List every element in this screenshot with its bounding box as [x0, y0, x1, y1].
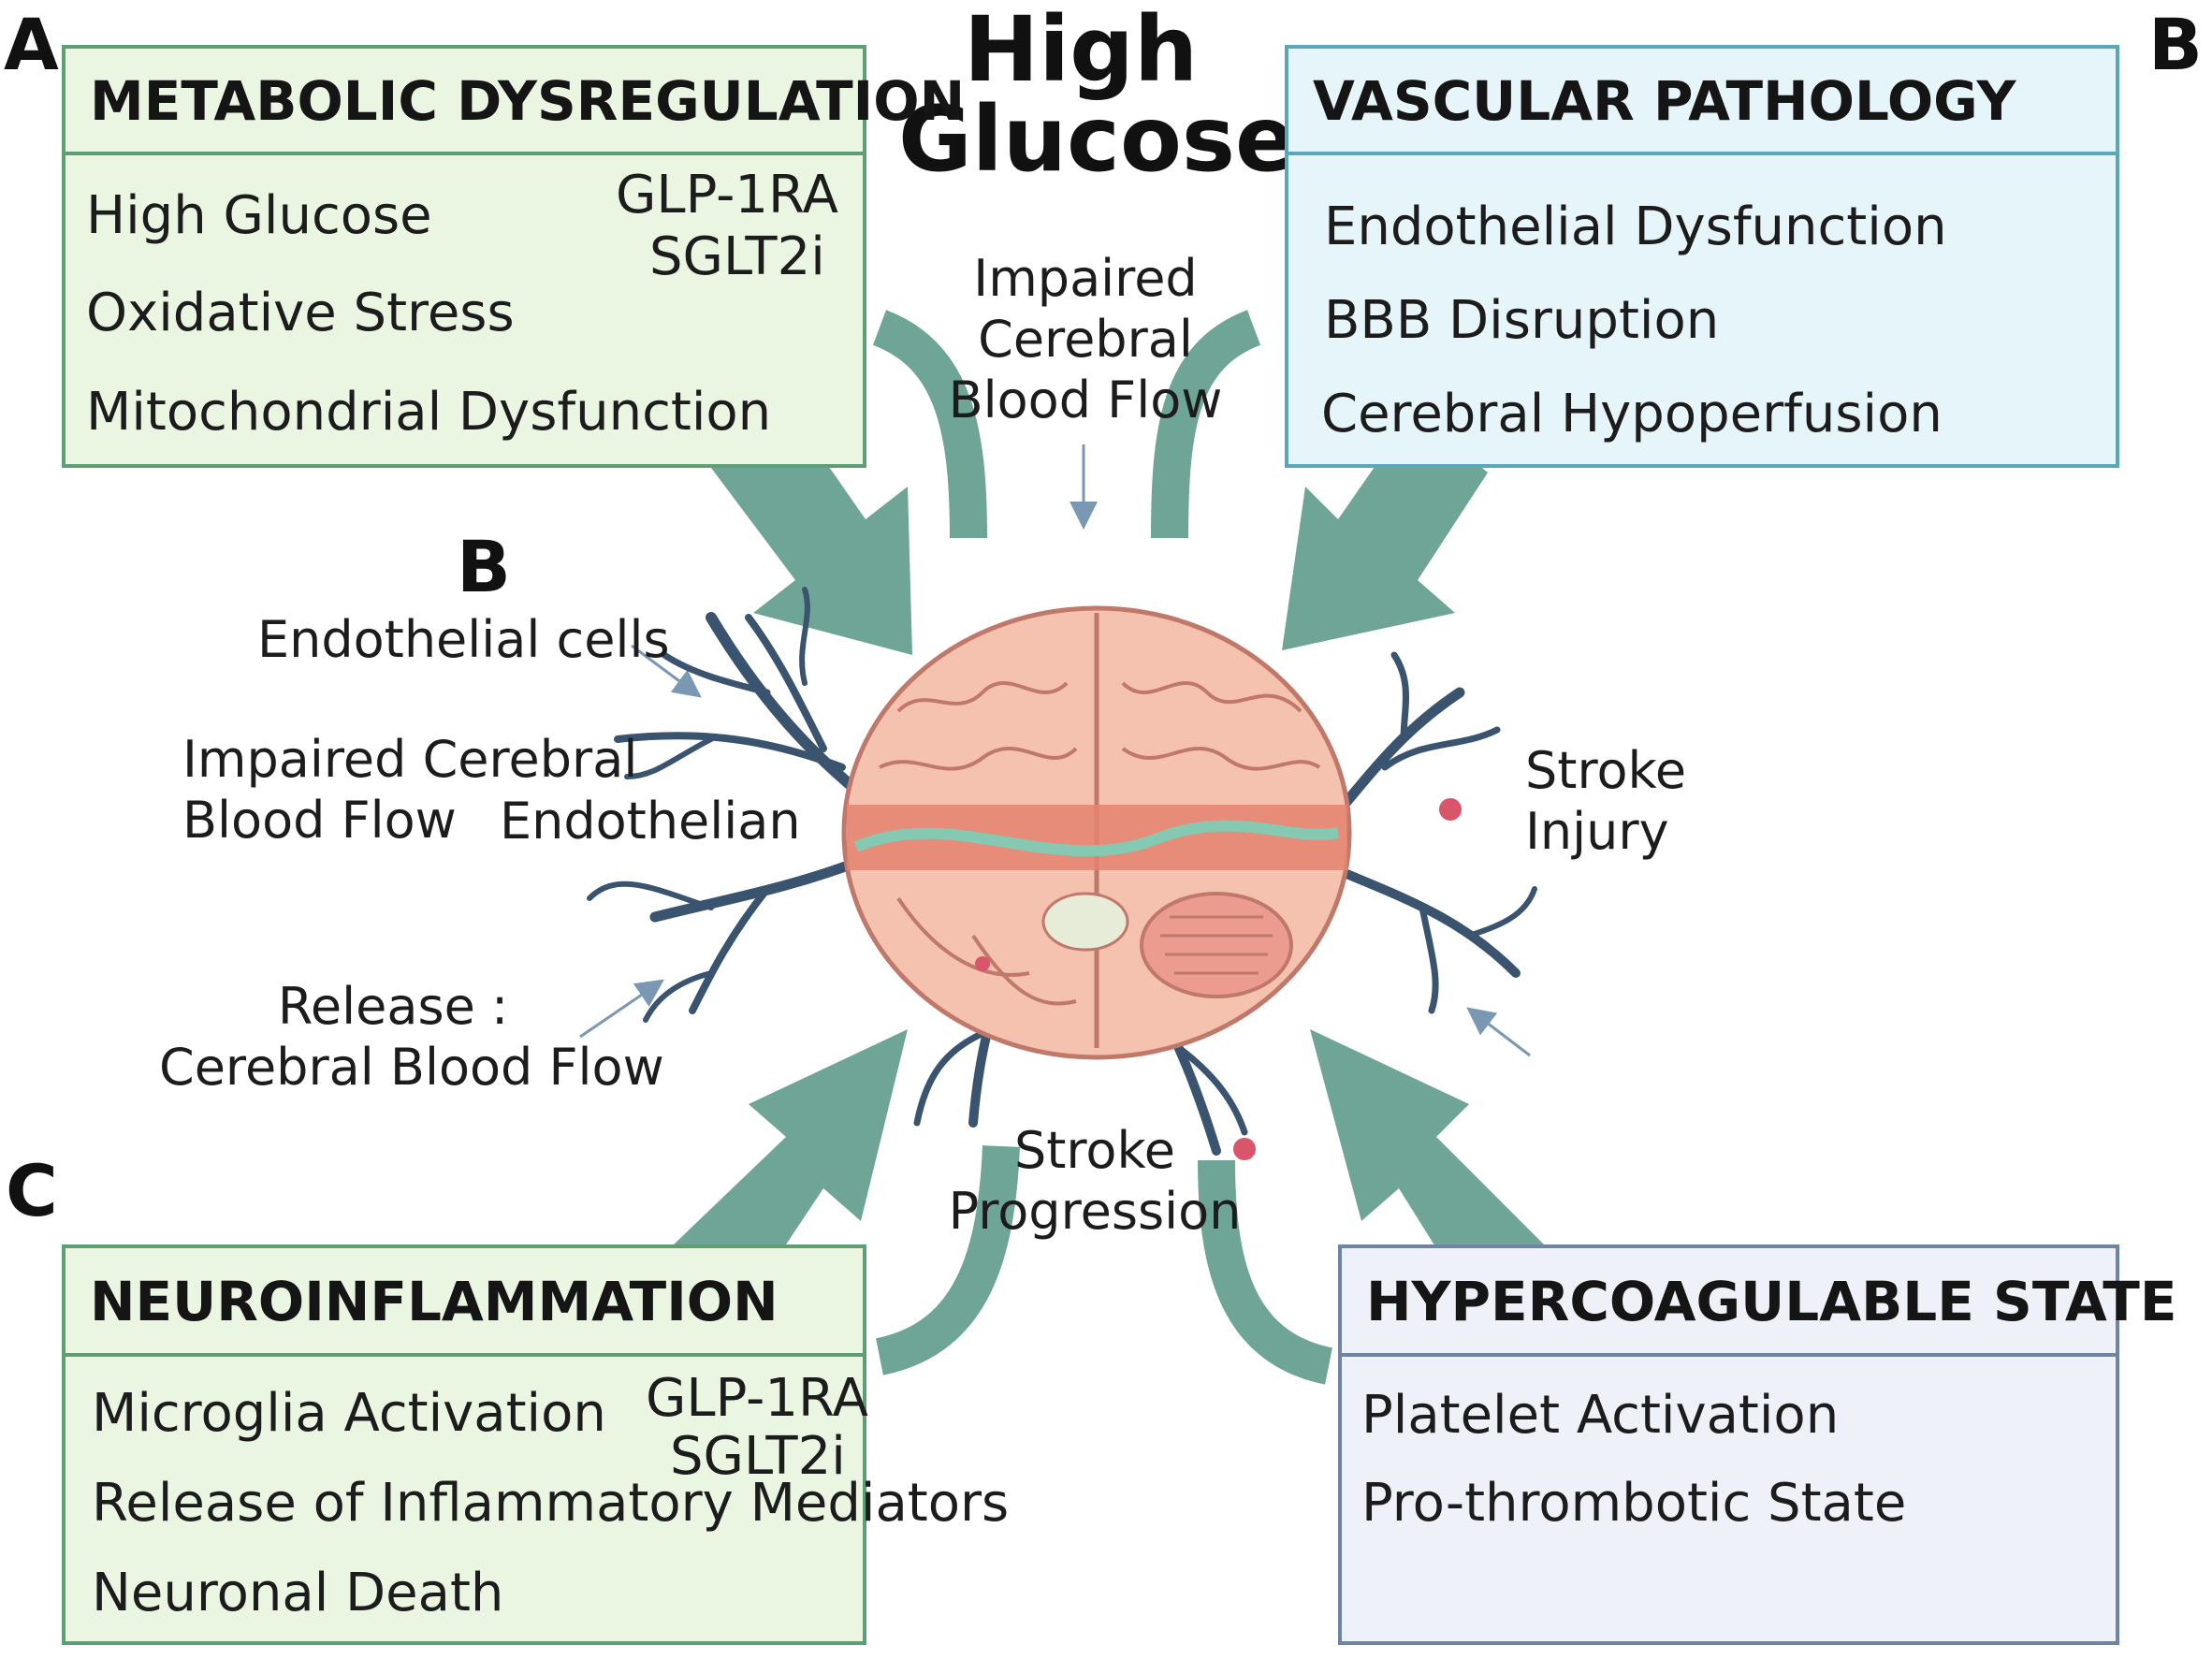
neuro-box: NEUROINFLAMMATION	[62, 1244, 866, 1645]
label-line: Blood Flow	[948, 370, 1223, 429]
label-line: Release :	[277, 977, 509, 1036]
brain	[841, 605, 1352, 1060]
metabolic-item: High Glucose	[86, 185, 432, 246]
hyper-item: Platelet Activation	[1361, 1385, 1840, 1446]
impaired-flow-top-label: Impaired Cerebral Blood Flow	[945, 249, 1226, 430]
metabolic-header: METABOLIC DYSREGULATION	[65, 49, 965, 155]
release-label: Release : Cerebral Blood Flow	[159, 977, 664, 1099]
label-line: Blood Flow	[182, 790, 457, 850]
label-line: Cerebral Blood Flow	[159, 1037, 664, 1097]
metabolic-item: Mitochondrial Dysfunction	[86, 382, 772, 443]
neuro-header: NEUROINFLAMMATION	[65, 1248, 863, 1357]
impaired-flow-left-label: Impaired Cerebral Blood Flow	[182, 730, 638, 851]
metabolic-box: METABOLIC DYSREGULATION	[62, 45, 965, 468]
arrow-hyper-to-brain	[1310, 1029, 1544, 1301]
teal-arrows	[674, 412, 1544, 1301]
vascular-box: VASCULAR PATHOLOGY	[1285, 45, 2119, 468]
panel-letter-a: A	[4, 3, 59, 86]
hyper-header: HYPERCOAGULABLE STATE	[1342, 1248, 2176, 1357]
panel-letter-b-mid: B	[457, 525, 511, 608]
neuro-drug: SGLT2i	[670, 1426, 846, 1487]
endothelian-label: Endothelian	[500, 792, 801, 851]
stroke-injury-label: Stroke Injury	[1525, 741, 1686, 863]
label-line: Cerebral	[978, 309, 1193, 369]
neuro-item: Microglia Activation	[92, 1383, 606, 1444]
arrow-metabolic-to-brain	[711, 412, 912, 655]
metabolic-item: Oxidative Stress	[86, 283, 515, 343]
neuro-drug: GLP-1RA	[646, 1368, 868, 1429]
clot-markers	[975, 798, 1462, 1160]
arrow-neuro-to-brain	[674, 1029, 908, 1301]
panel-letter-c: C	[6, 1149, 58, 1232]
vascular-header: VASCULAR PATHOLOGY	[1288, 49, 2116, 155]
stroke-progression-label: Stroke Progression	[945, 1121, 1244, 1243]
label-line: Stroke	[1013, 1121, 1176, 1180]
metabolic-drug: SGLT2i	[649, 226, 825, 287]
label-line: Injury	[1525, 801, 1669, 861]
label-line: Progression	[948, 1181, 1242, 1241]
panel-letter-b-top: B	[2148, 3, 2203, 86]
label-line: Impaired	[973, 249, 1198, 308]
thin-arrows	[579, 444, 1531, 1057]
metabolic-drug: GLP-1RA	[616, 165, 838, 226]
label-line: Impaired Cerebral	[182, 730, 638, 789]
hyper-item: Pro-thrombotic State	[1361, 1473, 1907, 1534]
teal-curves	[872, 310, 1333, 1385]
vascular-item: Endothelial Dysfunction	[1324, 196, 1947, 257]
arrow-stroke-right	[1466, 1007, 1531, 1057]
endothelial-cells-label: Endothelial cells	[257, 610, 670, 669]
main-title: High Glucose	[898, 0, 1297, 192]
neuro-item: Neuronal Death	[92, 1563, 504, 1623]
vascular-item: Cerebral Hypoperfusion	[1321, 384, 1943, 444]
arrow-vascular-to-brain	[1282, 412, 1488, 650]
label-line: Stroke	[1525, 741, 1687, 800]
vascular-item: BBB Disruption	[1324, 290, 1720, 351]
arrow-release	[579, 979, 664, 1039]
hyper-box: HYPERCOAGULABLE STATE	[1338, 1244, 2176, 1645]
arrow-endothelial-cells	[631, 644, 702, 698]
neuro-item: Release of Inflammatory Mediators	[92, 1473, 1010, 1534]
